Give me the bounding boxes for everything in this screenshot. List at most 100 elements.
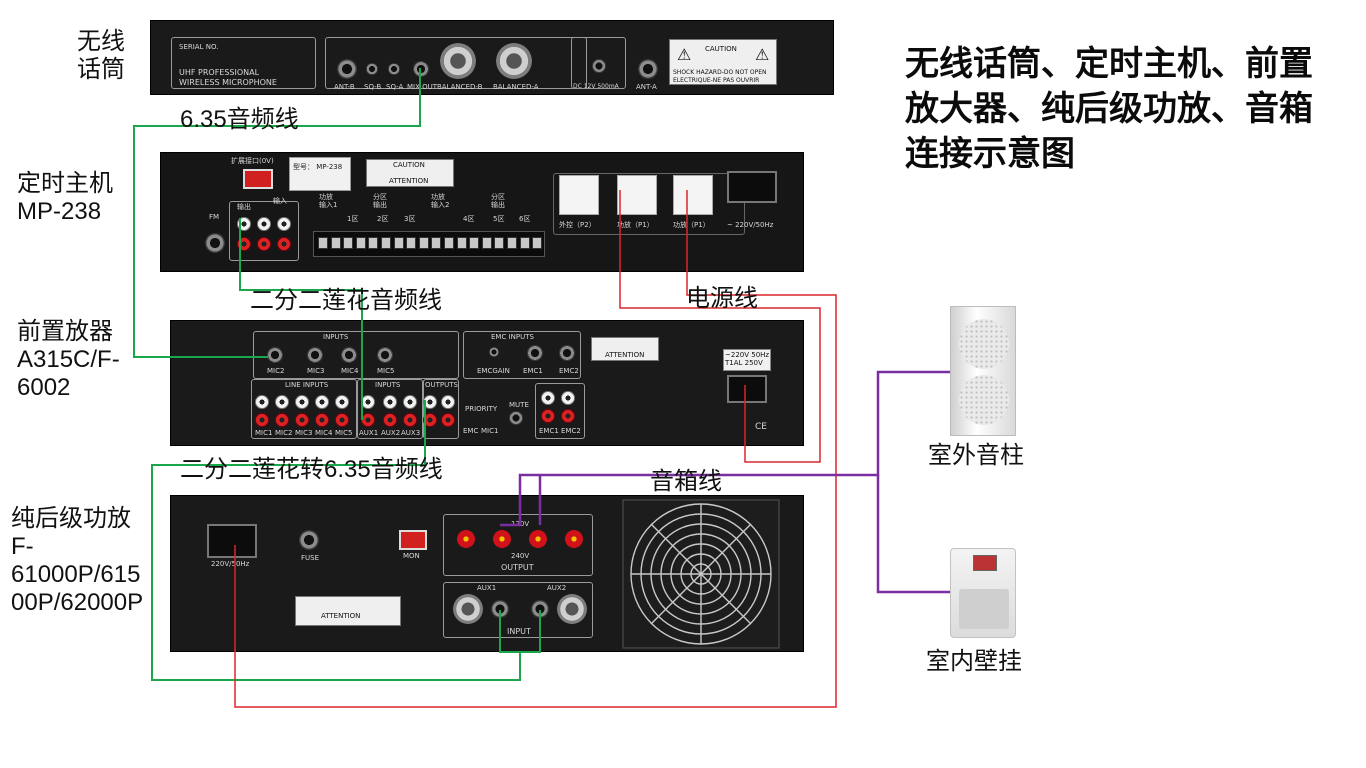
emc2-rca-r[interactable] bbox=[561, 409, 575, 423]
preamp-mic-inputs-plate bbox=[253, 331, 459, 379]
emc1-rca-l[interactable] bbox=[541, 391, 555, 405]
ext-control-outlet[interactable] bbox=[559, 175, 599, 215]
expansion-terminal[interactable] bbox=[243, 169, 273, 189]
output-post-1[interactable] bbox=[457, 530, 475, 548]
terminal-screw[interactable] bbox=[494, 237, 505, 249]
aux1-rca-l[interactable] bbox=[361, 395, 375, 409]
aux3-rca-r[interactable] bbox=[403, 413, 417, 427]
terminal-screw[interactable] bbox=[418, 237, 429, 249]
line-mic4-rca-r[interactable] bbox=[315, 413, 329, 427]
warning-icon-right: ⚠ bbox=[755, 47, 770, 64]
amp-mon-terminal[interactable] bbox=[399, 530, 427, 550]
terminal-screw[interactable] bbox=[406, 237, 417, 249]
terminal-screw[interactable] bbox=[431, 237, 442, 249]
terminal-screw[interactable] bbox=[368, 237, 379, 249]
output-rca-r[interactable] bbox=[423, 413, 437, 427]
mic2-label: MIC2 bbox=[267, 367, 285, 375]
balanced-a-xlr[interactable] bbox=[496, 43, 532, 79]
line-mic3-rca-l[interactable] bbox=[295, 395, 309, 409]
terminal-screw[interactable] bbox=[355, 237, 366, 249]
terminal-screw[interactable] bbox=[469, 237, 480, 249]
amp-fuse-holder[interactable] bbox=[299, 530, 319, 550]
sq-b-knob[interactable] bbox=[366, 63, 378, 75]
balanced-b-xlr[interactable] bbox=[440, 43, 476, 79]
line-mic3-rca-r[interactable] bbox=[295, 413, 309, 427]
output2-rca-r[interactable] bbox=[441, 413, 455, 427]
fm-antenna-jack[interactable] bbox=[205, 233, 225, 253]
label-indoor-wall: 室内壁挂 bbox=[926, 648, 1022, 675]
amp-aux2-xlr[interactable] bbox=[557, 594, 587, 624]
line-mic4-rca-l[interactable] bbox=[315, 395, 329, 409]
amp-aux1-jack[interactable] bbox=[491, 600, 509, 618]
terminal-screw[interactable] bbox=[532, 237, 543, 249]
output-post-4[interactable] bbox=[565, 530, 583, 548]
emc2-rca-l[interactable] bbox=[561, 391, 575, 405]
output-rca-l[interactable] bbox=[423, 395, 437, 409]
aux2-rca-l[interactable] bbox=[383, 395, 397, 409]
preamp-mic3-jack[interactable] bbox=[307, 347, 323, 363]
preamp-mic2-jack[interactable] bbox=[267, 347, 283, 363]
terminal-screw[interactable] bbox=[507, 237, 517, 249]
emc1-jack[interactable] bbox=[527, 345, 543, 361]
ant-b-connector[interactable] bbox=[337, 59, 357, 79]
timer-input-r-rca[interactable] bbox=[277, 237, 291, 251]
mute-knob[interactable] bbox=[509, 411, 523, 425]
preamp-mic4-jack[interactable] bbox=[341, 347, 357, 363]
timer-out2-l-rca[interactable] bbox=[257, 217, 271, 231]
terminal-screw[interactable] bbox=[456, 237, 467, 249]
aux1-label: AUX1 bbox=[359, 429, 379, 437]
aux1-rca-r[interactable] bbox=[361, 413, 375, 427]
emc2-jack[interactable] bbox=[559, 345, 575, 361]
amp-input-label: INPUT bbox=[507, 627, 531, 636]
terminal-screw[interactable] bbox=[330, 237, 341, 249]
terminal-screw[interactable] bbox=[318, 237, 328, 249]
aux3-label: AUX3 bbox=[401, 429, 421, 437]
m1-label: MIC1 bbox=[255, 429, 273, 437]
emc-gain-knob[interactable] bbox=[489, 347, 499, 357]
amp-aux2-jack[interactable] bbox=[531, 600, 549, 618]
output-post-2[interactable] bbox=[493, 530, 511, 548]
amp-aux1-xlr[interactable] bbox=[453, 594, 483, 624]
preamp-mic5-jack[interactable] bbox=[377, 347, 393, 363]
label-preamp: 前置放器 A315C/F- 6002 bbox=[17, 318, 120, 401]
amp-outlet-a[interactable] bbox=[617, 175, 657, 215]
emc1-rca-r[interactable] bbox=[541, 409, 555, 423]
line-mic5-rca-r[interactable] bbox=[335, 413, 349, 427]
aux2-rca-r[interactable] bbox=[383, 413, 397, 427]
amp-mains-inlet[interactable] bbox=[207, 524, 257, 558]
shock-text: SHOCK HAZARD-DO NOT OPEN bbox=[673, 69, 767, 76]
preamp-fuse-label: T1AL 250V bbox=[725, 359, 763, 367]
line-mic1-rca-l[interactable] bbox=[255, 395, 269, 409]
aux3-rca-l[interactable] bbox=[403, 395, 417, 409]
timer-mains-inlet[interactable] bbox=[727, 171, 777, 203]
model-label: 型号： MP-238 bbox=[293, 163, 343, 171]
sq-a-knob[interactable] bbox=[388, 63, 400, 75]
terminal-screw[interactable] bbox=[519, 237, 530, 249]
line-mic2-rca-l[interactable] bbox=[275, 395, 289, 409]
amp-outlet-b[interactable] bbox=[673, 175, 713, 215]
output2-rca-l[interactable] bbox=[441, 395, 455, 409]
terminal-screw[interactable] bbox=[393, 237, 404, 249]
ant-a-connector[interactable] bbox=[638, 59, 658, 79]
terminal-screw[interactable] bbox=[444, 237, 454, 249]
outdoor-column-speaker bbox=[950, 306, 1016, 436]
preamp-mains-inlet[interactable] bbox=[727, 375, 767, 403]
label-wireless-mic: 无线 话筒 bbox=[77, 28, 125, 83]
wireless-label: WIRELESS MICROPHONE bbox=[179, 78, 277, 87]
timer-out2-r-rca[interactable] bbox=[257, 237, 271, 251]
terminal-screw[interactable] bbox=[481, 237, 492, 249]
line-mic5-rca-l[interactable] bbox=[335, 395, 349, 409]
line-mic1-rca-r[interactable] bbox=[255, 413, 269, 427]
terminal-screw[interactable] bbox=[343, 237, 354, 249]
line-mic2-rca-r[interactable] bbox=[275, 413, 289, 427]
terminal-screw[interactable] bbox=[381, 237, 391, 249]
dc-jack[interactable] bbox=[592, 59, 606, 73]
m2-label: MIC2 bbox=[275, 429, 293, 437]
label-outdoor-column: 室外音柱 bbox=[928, 442, 1024, 469]
preamp-rating-plate bbox=[723, 349, 771, 371]
wire-timer-to-preamp bbox=[239, 218, 363, 420]
timer-input-l-rca[interactable] bbox=[277, 217, 291, 231]
wire-speaker bbox=[500, 370, 950, 527]
output-post-3[interactable] bbox=[529, 530, 547, 548]
zone-terminal-strip[interactable] bbox=[313, 231, 545, 257]
